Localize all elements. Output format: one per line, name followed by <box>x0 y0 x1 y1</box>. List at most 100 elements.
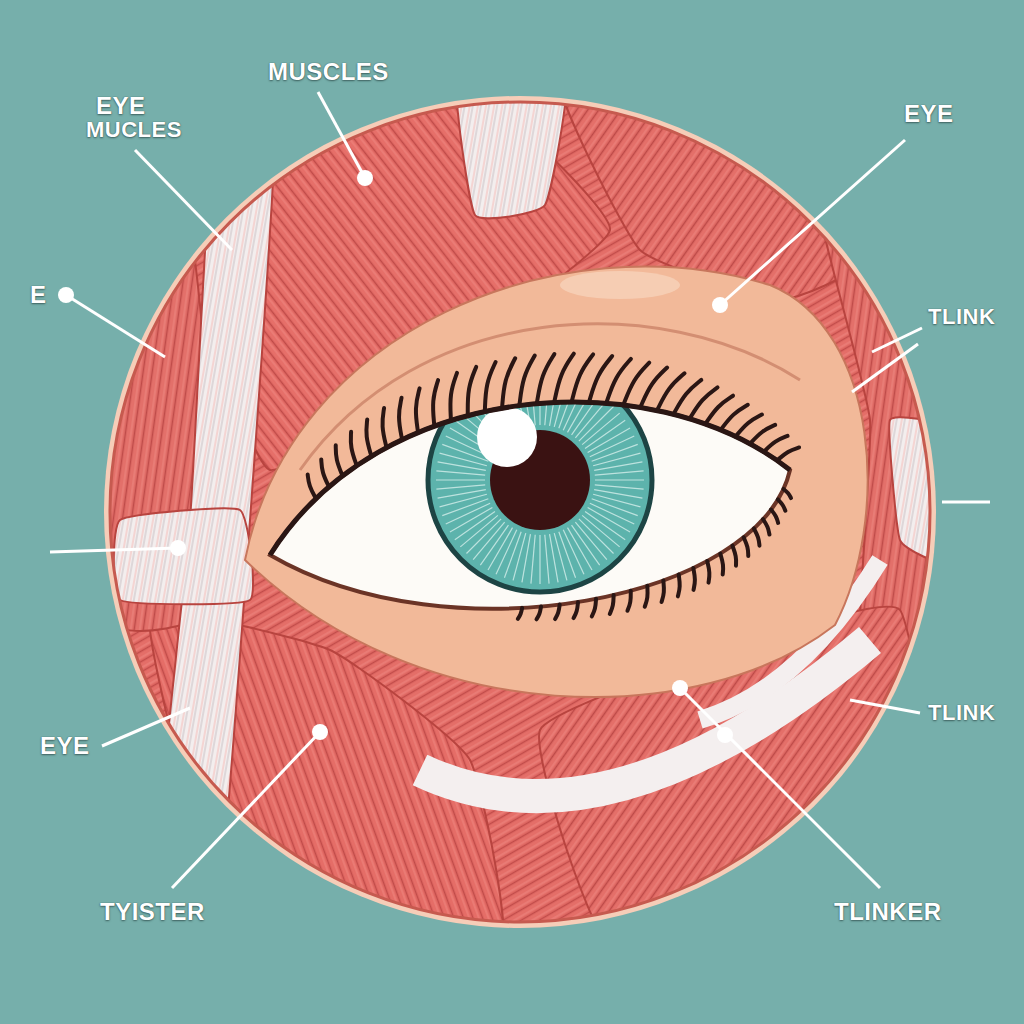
eyelash <box>537 354 555 404</box>
leader-dot <box>170 540 186 556</box>
leader-line <box>50 548 178 552</box>
eyelash <box>366 419 371 456</box>
leader-dot <box>712 297 728 313</box>
iris-fiber <box>595 485 644 489</box>
leader-line <box>172 732 320 888</box>
part-label: TLINK <box>928 700 995 725</box>
iris-fiber <box>450 508 492 533</box>
iris-fiber <box>436 471 485 475</box>
iris-fiber <box>575 522 606 560</box>
leader-line <box>102 708 190 746</box>
eyelash <box>399 398 402 440</box>
iris-fiber <box>480 525 508 565</box>
eyelash <box>771 510 778 523</box>
eyelash <box>693 568 695 590</box>
eyelash <box>744 537 749 556</box>
iris-fiber <box>436 485 485 489</box>
iris-fiber <box>594 462 642 471</box>
iris-fiber <box>531 535 535 584</box>
skin-highlight <box>560 271 680 299</box>
iris-fiber <box>592 444 638 461</box>
iris-fiber <box>590 503 634 524</box>
part-label: EYE <box>40 732 90 760</box>
iris-fiber <box>568 528 593 570</box>
iris-fiber <box>438 490 486 499</box>
leader-dot <box>357 170 373 186</box>
iris-fiber <box>513 533 526 580</box>
iris-fiber <box>559 532 576 578</box>
iris-fiber <box>440 453 487 466</box>
leader-line <box>66 295 165 357</box>
leader-dot <box>717 727 733 743</box>
leader-line <box>318 92 365 178</box>
iris-fiber <box>442 499 488 516</box>
eye-outline <box>270 402 790 609</box>
eyelash <box>574 602 578 618</box>
iris-fiber <box>575 400 606 438</box>
highlight <box>477 407 537 467</box>
lash-line <box>270 402 790 555</box>
eyelash <box>450 373 457 421</box>
eyelash <box>720 554 723 575</box>
tendon <box>457 73 566 218</box>
iris-fiber <box>588 428 630 453</box>
eyelash <box>707 561 709 583</box>
part-label: E <box>30 281 47 309</box>
part-label: TLINKER <box>834 898 942 926</box>
part-label: TYISTER <box>100 898 205 926</box>
iris-fiber <box>582 515 620 546</box>
eyelash <box>678 574 680 596</box>
leader-line <box>852 344 918 392</box>
eyelash <box>502 358 515 408</box>
eyelash <box>351 432 357 466</box>
eyelash <box>382 408 386 448</box>
iris-fiber <box>582 413 620 444</box>
eyelash <box>485 362 496 412</box>
eyelash <box>554 354 574 403</box>
eyelash <box>555 605 560 619</box>
iris-fiber <box>550 534 559 582</box>
leader-dot <box>312 724 328 740</box>
iris-fiber <box>579 519 614 554</box>
iris-fiber <box>595 471 644 475</box>
leader-line <box>850 700 920 713</box>
iris-fiber <box>496 530 517 574</box>
eyelash <box>662 580 664 602</box>
iris-fiber <box>593 494 640 507</box>
iris-fiber <box>531 376 535 425</box>
leader-dot <box>58 287 74 303</box>
leader-line <box>680 688 880 888</box>
eyelash <box>645 586 648 607</box>
iris-fiber <box>595 479 644 480</box>
iris-fiber <box>466 519 501 554</box>
iris-fiber <box>585 512 625 540</box>
part-label: EYE <box>96 92 146 120</box>
eyelash <box>308 474 316 498</box>
leader-line <box>720 140 905 305</box>
eyelash <box>627 591 630 611</box>
eyelash <box>468 367 476 416</box>
leader-dot <box>672 680 688 696</box>
eyelash <box>783 489 791 498</box>
eyelash <box>537 607 542 620</box>
eyelash <box>763 519 769 534</box>
part-label: TLINK <box>928 304 995 329</box>
eyelid-skin <box>245 267 868 698</box>
eyelash <box>777 447 799 460</box>
eyelash <box>433 380 438 426</box>
eyelash <box>778 499 785 510</box>
part-label: EYE <box>904 100 954 128</box>
tendon <box>889 417 947 562</box>
eyelash <box>321 459 329 487</box>
eyelash <box>764 436 788 452</box>
eyelash <box>610 595 614 614</box>
iris-fiber <box>579 406 614 441</box>
leader-line <box>942 501 990 504</box>
iris-fiber <box>460 515 498 546</box>
iris-fiber <box>545 535 549 584</box>
part-label: MUCLES <box>86 117 182 142</box>
iris-fiber <box>473 522 504 560</box>
eyelash <box>750 425 775 444</box>
